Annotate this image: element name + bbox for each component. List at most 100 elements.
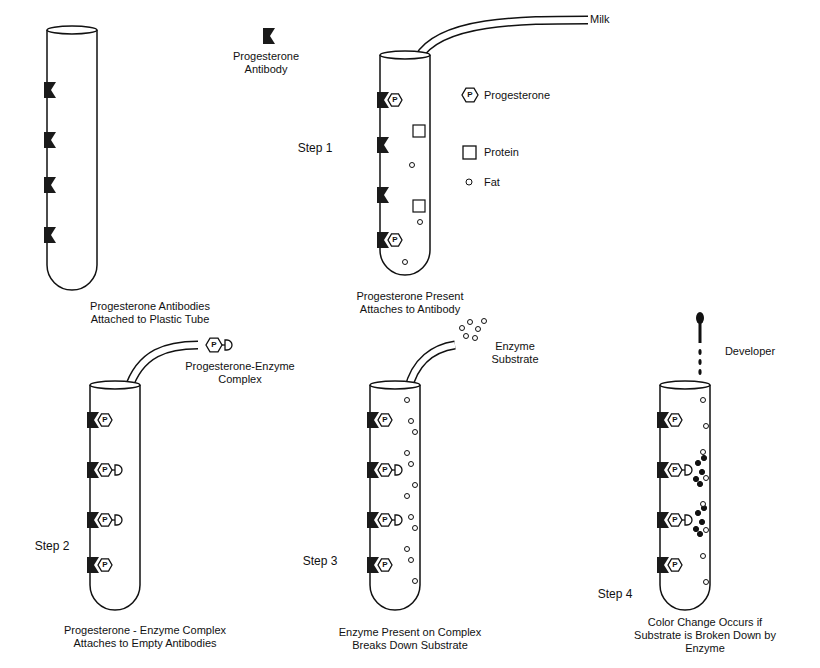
- substrate-dot: [466, 179, 472, 185]
- antibody-symbol: [44, 82, 56, 98]
- caption-label: Progesterone Antibodies Attached to Plas…: [75, 300, 225, 326]
- plastic-tube: [90, 385, 140, 610]
- substrate-dot: [405, 547, 410, 552]
- antibody-symbol: [87, 512, 99, 528]
- progesterone-letter: P: [668, 415, 682, 425]
- colored-product: [693, 476, 698, 481]
- substrate-dot: [464, 334, 469, 339]
- substrate-dot: [403, 260, 408, 265]
- legend-text: Fat: [484, 176, 500, 189]
- caption-label: Enzyme Present on Complex Breaks Down Su…: [329, 626, 491, 652]
- tube-rim: [370, 381, 420, 389]
- progesterone-letter: P: [98, 465, 112, 475]
- progesterone-hexagon: [378, 464, 392, 476]
- progesterone-letter: P: [378, 465, 392, 475]
- caption-label: Color Change Occurs if Substrate is Brok…: [631, 616, 779, 655]
- progesterone-letter: P: [98, 515, 112, 525]
- step-label: Step 2: [27, 540, 77, 553]
- substrate-dot: [405, 494, 410, 499]
- antibody-symbol: [377, 137, 389, 153]
- tube-rim: [380, 51, 430, 59]
- progesterone-letter: P: [378, 560, 392, 570]
- step-label: Step 4: [590, 588, 640, 601]
- caption-label: Progesterone-Enzyme Complex: [180, 360, 300, 386]
- antibody-symbol: [87, 462, 99, 478]
- protein-square: [413, 200, 425, 212]
- substrate-dot: [704, 580, 709, 585]
- caption-label: Enzyme Substrate: [480, 340, 550, 366]
- progesterone-hexagon: [378, 414, 392, 426]
- progesterone-hexagon: [668, 464, 682, 476]
- progesterone-letter: P: [98, 415, 112, 425]
- enzyme-symbol: [685, 465, 692, 475]
- plastic-tube: [380, 55, 430, 275]
- antibody-symbol: [87, 412, 99, 428]
- legend-text: Progesterone: [484, 89, 550, 102]
- progesterone-letter: P: [388, 95, 402, 105]
- antibody-symbol: [367, 557, 379, 573]
- substrate-dot: [405, 451, 410, 456]
- substrate-dot: [476, 327, 481, 332]
- substrate-dot: [468, 320, 473, 325]
- colored-product: [695, 460, 700, 465]
- substrate-dot: [418, 220, 423, 225]
- progesterone-hexagon: [388, 234, 402, 246]
- substrate-dot: [413, 483, 418, 488]
- progesterone-letter: P: [463, 90, 477, 100]
- antibody-symbol: [377, 92, 389, 108]
- protein-square: [413, 125, 425, 137]
- colored-product: [697, 531, 702, 536]
- tube-rim: [90, 381, 140, 389]
- antibody-symbol: [657, 557, 669, 573]
- substrate-dot: [413, 579, 418, 584]
- progesterone-hexagon: [98, 464, 112, 476]
- substrate-dot: [409, 558, 414, 563]
- dropper-tip: [699, 323, 702, 343]
- progesterone-hexagon: [668, 514, 682, 526]
- enzyme-symbol: [115, 465, 122, 475]
- substrate-dot: [701, 554, 706, 559]
- progesterone-hexagon: [462, 88, 478, 102]
- antibody-symbol: [367, 462, 379, 478]
- enzyme-symbol: [225, 340, 232, 350]
- antibody-symbol: [44, 132, 56, 148]
- progesterone-letter: P: [98, 560, 112, 570]
- progesterone-hexagon: [98, 414, 112, 426]
- antibody-symbol: [367, 412, 379, 428]
- substrate-dot: [409, 419, 414, 424]
- substrate-dot: [413, 526, 418, 531]
- substrate-dot: [701, 502, 706, 507]
- colored-product: [697, 481, 702, 486]
- substrate-dot: [482, 319, 487, 324]
- progesterone-letter: P: [378, 415, 392, 425]
- substrate-dot: [460, 326, 465, 331]
- antibody-symbol: [263, 28, 275, 44]
- progesterone-letter: P: [378, 515, 392, 525]
- substrate-dot: [473, 336, 478, 341]
- progesterone-hexagon: [98, 514, 112, 526]
- plastic-tube: [370, 385, 420, 610]
- progesterone-hexagon: [668, 414, 682, 426]
- enzyme-symbol: [115, 515, 122, 525]
- progesterone-hexagon: [668, 559, 682, 571]
- substrate-dot: [405, 398, 410, 403]
- caption-label: Progesterone - Enzyme Complex Attaches t…: [56, 624, 234, 650]
- progesterone-hexagon: [388, 94, 402, 106]
- progesterone-letter: P: [207, 340, 221, 350]
- step-label: Step 3: [295, 555, 345, 568]
- colored-product: [695, 510, 700, 515]
- protein-sample: [463, 146, 476, 159]
- substrate-dot: [409, 515, 414, 520]
- step-label: Step 1: [290, 142, 340, 155]
- antibody-symbol: [377, 232, 389, 248]
- substrate-dot: [704, 476, 709, 481]
- antibody-symbol: [44, 227, 56, 243]
- plastic-tube: [660, 385, 710, 610]
- progesterone-letter: P: [388, 235, 402, 245]
- antibody-symbol: [657, 462, 669, 478]
- substrate-dot: [704, 528, 709, 533]
- developer-drop: [698, 369, 701, 375]
- caption-label: Developer: [715, 345, 785, 358]
- antibody-symbol: [367, 512, 379, 528]
